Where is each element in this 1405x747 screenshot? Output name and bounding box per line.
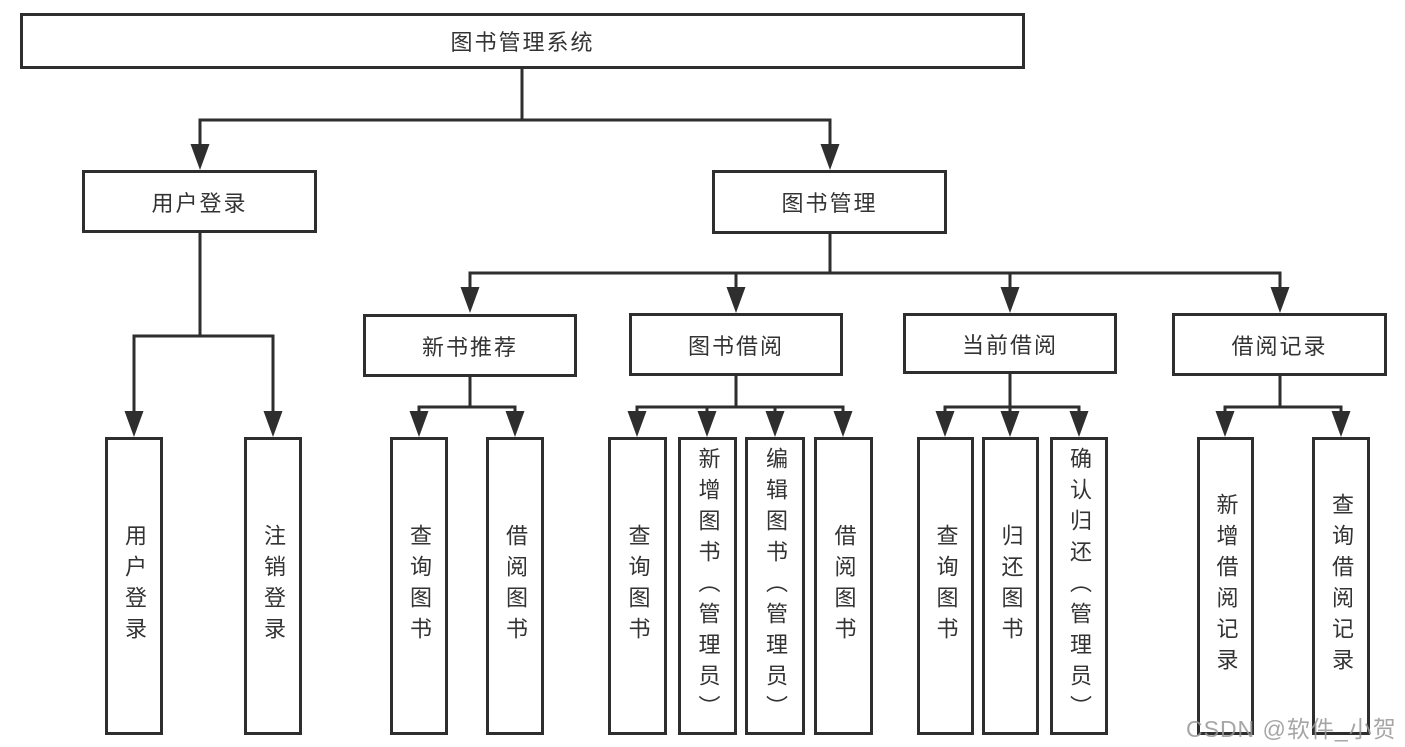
node-current-borrow: 当前借阅 [903, 313, 1117, 374]
node-leaf-add-book-admin: 新增图书（管理员） [678, 437, 737, 735]
node-leaf-query-borrow-record: 查询借阅记录 [1312, 437, 1370, 735]
node-leaf-borrow-books: 借阅图书 [814, 437, 873, 735]
node-leaf-user-login: 用户登录 [105, 437, 163, 735]
node-leaf-add-borrow-record: 新增借阅记录 [1197, 437, 1254, 735]
node-user-login: 用户登录 [82, 170, 317, 233]
node-leaf-return-book: 归还图书 [982, 437, 1039, 735]
node-leaf-query-books-recommend: 查询图书 [390, 437, 448, 735]
node-book-management: 图书管理 [712, 170, 947, 234]
node-leaf-borrow-books-recommend: 借阅图书 [486, 437, 544, 735]
watermark: CSDN @软件_小贺同学 [1186, 716, 1397, 742]
node-root: 图书管理系统 [20, 13, 1025, 69]
node-borrow-records: 借阅记录 [1172, 313, 1387, 376]
node-leaf-edit-book-admin: 编辑图书（管理员） [745, 437, 805, 735]
node-leaf-confirm-return-admin: 确认归还（管理员） [1050, 437, 1108, 735]
node-leaf-query-books-current: 查询图书 [917, 437, 974, 735]
node-leaf-query-books-borrow: 查询图书 [608, 437, 667, 735]
node-new-book-recommend: 新书推荐 [363, 314, 577, 377]
node-book-borrow: 图书借阅 [629, 313, 843, 376]
node-leaf-logout: 注销登录 [244, 437, 302, 735]
